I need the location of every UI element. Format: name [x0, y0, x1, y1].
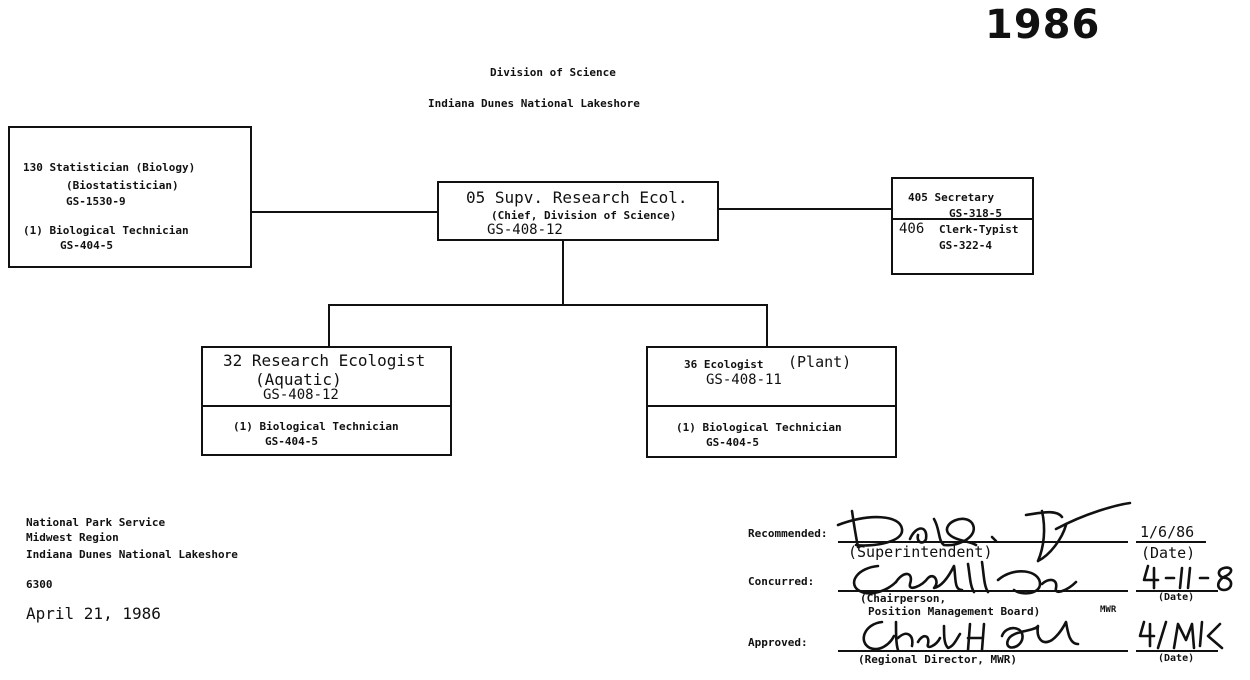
approved-date-handwritten-icon [1138, 620, 1224, 650]
connector-right [718, 208, 892, 210]
recommended-date-line [1136, 541, 1206, 543]
plant-divider [648, 405, 895, 407]
statistician-technician: (1) Biological Technician [23, 224, 189, 237]
statistician-subtitle: (Biostatistician) [66, 179, 179, 192]
connector-down [562, 241, 564, 305]
footer-agency: National Park Service [26, 516, 166, 529]
concurred-date-label: (Date) [1158, 592, 1195, 603]
footer-park: Indiana Dunes National Lakeshore [26, 548, 238, 561]
recommended-label: Recommended: [748, 527, 828, 540]
approved-date-label: (Date) [1158, 653, 1195, 664]
connector-left [252, 211, 438, 213]
footer-region: Midwest Region [26, 531, 119, 544]
statistician-grade: GS-1530-9 [66, 195, 126, 208]
connector-horizontal [328, 304, 768, 306]
superintendent-signature-icon [836, 501, 1132, 563]
clerk-number: 406 [899, 221, 925, 237]
aquatic-technician: (1) Biological Technician [233, 420, 399, 433]
plant-technician: (1) Biological Technician [676, 421, 842, 434]
secretary-divider [893, 218, 1032, 220]
park-title: Indiana Dunes National Lakeshore [428, 97, 640, 110]
footer-date: April 21, 1986 [26, 604, 161, 623]
aquatic-box: 32 Research Ecologist (Aquatic) GS-408-1… [201, 346, 452, 456]
connector-to-aquatic [328, 304, 330, 348]
recommended-date-label: (Date) [1141, 544, 1196, 562]
chief-grade: GS-408-12 [487, 222, 563, 238]
plant-grade: GS-408-11 [706, 372, 782, 388]
statistician-technician-grade: GS-404-5 [60, 239, 113, 252]
division-title: Division of Science [490, 66, 616, 79]
regional-director-signature-icon [862, 620, 1080, 652]
statistician-title: 130 Statistician (Biology) [23, 161, 196, 174]
aquatic-divider [203, 405, 450, 407]
chief-subtitle: (Chief, Division of Science) [491, 209, 677, 222]
approved-title: (Regional Director, MWR) [858, 653, 1017, 666]
chairperson-signature-icon [852, 560, 1078, 595]
statistician-box: 130 Statistician (Biology) (Biostatistic… [8, 126, 252, 268]
concurred-title-1: (Chairperson, [860, 592, 947, 605]
plant-technician-grade: GS-404-5 [706, 436, 759, 449]
connector-to-plant [766, 304, 768, 348]
concurred-line [838, 590, 1128, 592]
chief-box: 05 Supv. Research Ecol. (Chief, Division… [437, 181, 719, 241]
concurred-title-2: Position Management Board) [868, 605, 1041, 618]
recommended-title: (Superintendent) [848, 543, 993, 561]
concurred-initials: MWR [1100, 605, 1117, 615]
recommended-line [838, 541, 1128, 543]
aquatic-grade: GS-408-12 [263, 387, 339, 403]
approved-label: Approved: [748, 636, 808, 649]
aquatic-title: 32 Research Ecologist [223, 351, 426, 370]
secretary-box: 405 Secretary GS-318-5 406 Clerk-Typist … [891, 177, 1034, 275]
aquatic-technician-grade: GS-404-5 [265, 435, 318, 448]
aquatic-subtitle: (Aquatic) [255, 370, 342, 389]
approved-date-line [1136, 650, 1218, 652]
plant-box: 36 Ecologist (Plant) GS-408-11 (1) Biolo… [646, 346, 897, 458]
secretary-grade: GS-318-5 [949, 207, 1002, 220]
year-heading: 1986 [985, 2, 1101, 48]
plant-subtitle: (Plant) [788, 353, 852, 371]
chief-title: 05 Supv. Research Ecol. [466, 188, 688, 207]
footer-code: 6300 [26, 578, 53, 591]
plant-title: 36 Ecologist [684, 358, 764, 371]
secretary-title: 405 Secretary [908, 191, 995, 204]
concurred-label: Concurred: [748, 575, 815, 588]
concurred-date-line [1136, 590, 1218, 592]
clerk-grade: GS-322-4 [939, 239, 992, 252]
concurred-date-handwritten-icon [1142, 564, 1233, 592]
approved-line [838, 650, 1128, 652]
clerk-title: Clerk-Typist [939, 223, 1019, 236]
recommended-date: 1/6/86 [1140, 523, 1195, 541]
